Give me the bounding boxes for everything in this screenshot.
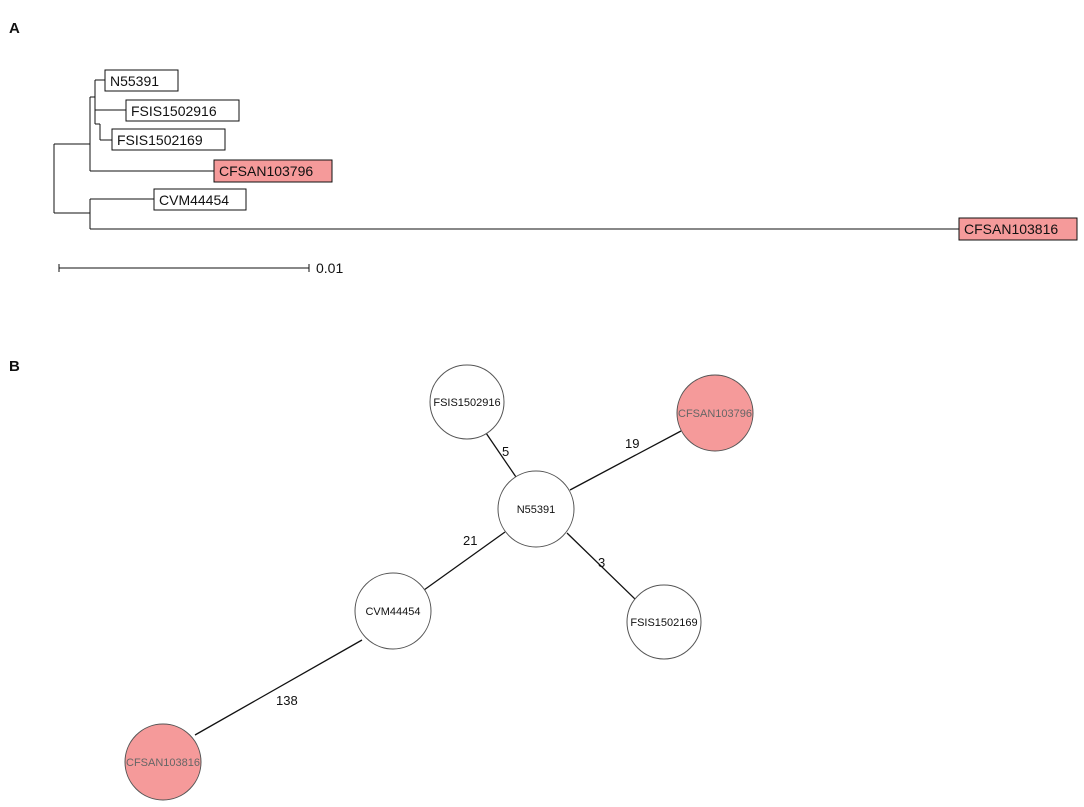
node-label: FSIS1502169	[630, 617, 697, 629]
leaf-label: CFSAN103816	[964, 221, 1058, 237]
edge-label-138: 138	[276, 693, 298, 708]
node-circle	[497, 470, 575, 548]
node-cvm44454: CVM44454	[354, 572, 432, 650]
edge-label-21: 21	[463, 533, 477, 548]
edge-n55391-fsis1502169	[566, 532, 638, 602]
tree-leaf-n55391: N55391	[104, 69, 179, 92]
edge-cvm44454-cfsan103816	[194, 639, 363, 736]
node-label: N55391	[517, 504, 556, 516]
node-label: CVM44454	[365, 606, 420, 618]
tree-leaf-fsis1502169: FSIS1502169	[111, 128, 226, 151]
node-fsis1502916: FSIS1502916	[429, 364, 505, 440]
leaf-label: FSIS1502916	[131, 103, 217, 119]
tree-leaf-fsis1502916: FSIS1502916	[125, 99, 240, 122]
edge-n55391-cfsan103796	[569, 430, 682, 491]
leaf-box	[125, 99, 240, 122]
node-fsis1502169: FSIS1502169	[626, 584, 702, 660]
edge-label-19: 19	[625, 436, 639, 451]
leaf-label: N55391	[110, 73, 159, 89]
node-circle	[354, 572, 432, 650]
tree-leaf-cfsan103796: CFSAN103796	[213, 159, 333, 183]
leaf-label: FSIS1502169	[117, 132, 203, 148]
tree-branches	[53, 79, 959, 230]
leaf-box	[104, 69, 179, 92]
node-cfsan103816: CFSAN103816	[124, 723, 202, 801]
panel-b: B 5 19 3 21 138 FSIS1502916 CFSAN103796 …	[9, 358, 754, 801]
panel-a-letter: A	[9, 20, 20, 37]
edge-fsis1502916-n55391	[485, 432, 517, 478]
node-circle-highlight	[676, 374, 754, 452]
node-n55391: N55391	[497, 470, 575, 548]
panel-b-letter: B	[9, 358, 20, 375]
edge-label-5: 5	[502, 444, 509, 459]
node-cfsan103796: CFSAN103796	[676, 374, 754, 452]
leaf-box	[153, 188, 247, 211]
leaf-box-highlight	[958, 217, 1078, 241]
node-circle	[429, 364, 505, 440]
leaf-label: CFSAN103796	[219, 163, 313, 179]
panel-a: A N55391	[9, 20, 1078, 276]
tree-scale-bar	[58, 264, 310, 272]
scale-bar-label: 0.01	[316, 260, 343, 276]
node-label: CFSAN103816	[126, 757, 200, 769]
network-edges	[194, 430, 682, 736]
node-label: CFSAN103796	[678, 408, 752, 420]
edge-n55391-cvm44454	[423, 531, 506, 591]
tree-leaf-cvm44454: CVM44454	[153, 188, 247, 211]
leaf-label: CVM44454	[159, 192, 229, 208]
leaf-box	[111, 128, 226, 151]
node-circle	[626, 584, 702, 660]
node-circle-highlight	[124, 723, 202, 801]
tree-leaf-cfsan103816: CFSAN103816	[958, 217, 1078, 241]
leaf-box-highlight	[213, 159, 333, 183]
node-label: FSIS1502916	[433, 397, 500, 409]
edge-label-3: 3	[598, 555, 605, 570]
